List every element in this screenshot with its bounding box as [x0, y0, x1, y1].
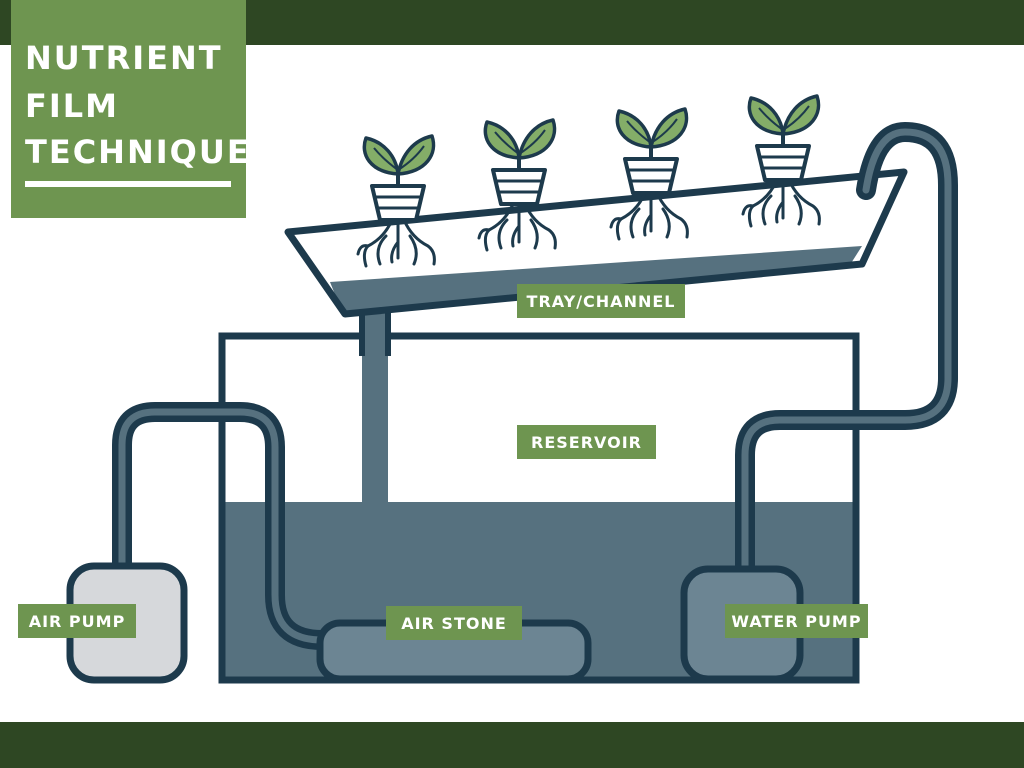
roots-icon	[477, 202, 557, 252]
plant-4	[741, 94, 821, 228]
seedling-icon	[615, 107, 689, 159]
net-pot-icon	[370, 184, 426, 222]
return-pipe	[362, 298, 388, 504]
seedling-icon	[483, 118, 557, 170]
plant-1	[356, 134, 436, 268]
roots-icon	[609, 191, 689, 241]
label-tray-channel: TRAY/CHANNEL	[517, 284, 685, 318]
title-underline	[25, 181, 231, 187]
air-tube-core	[118, 408, 326, 644]
title-line-1: NUTRIENT	[25, 39, 223, 77]
label-air-pump: AIR PUMP	[18, 604, 136, 638]
label-air-stone: AIR STONE	[386, 606, 522, 640]
title-panel: NUTRIENT FILM TECHNIQUE	[11, 0, 249, 218]
roots-icon	[356, 218, 436, 268]
bottom-band	[0, 722, 1024, 768]
plant-2	[477, 118, 557, 252]
delivery-tube-core	[741, 128, 952, 586]
net-pot-icon	[491, 168, 547, 206]
seedling-icon	[747, 94, 821, 146]
net-pot-icon	[755, 144, 811, 182]
title-line-3: TECHNIQUE	[25, 133, 251, 171]
label-water-pump: WATER PUMP	[725, 604, 868, 638]
plants	[356, 94, 821, 268]
roots-icon	[741, 178, 821, 228]
label-reservoir: RESERVOIR	[517, 425, 656, 459]
plant-3	[609, 107, 689, 241]
tray-nutrient-film	[330, 246, 862, 312]
net-pot-icon	[623, 157, 679, 195]
seedling-icon	[362, 134, 436, 186]
title-line-2: FILM	[25, 87, 119, 125]
tray-channel	[284, 168, 908, 318]
